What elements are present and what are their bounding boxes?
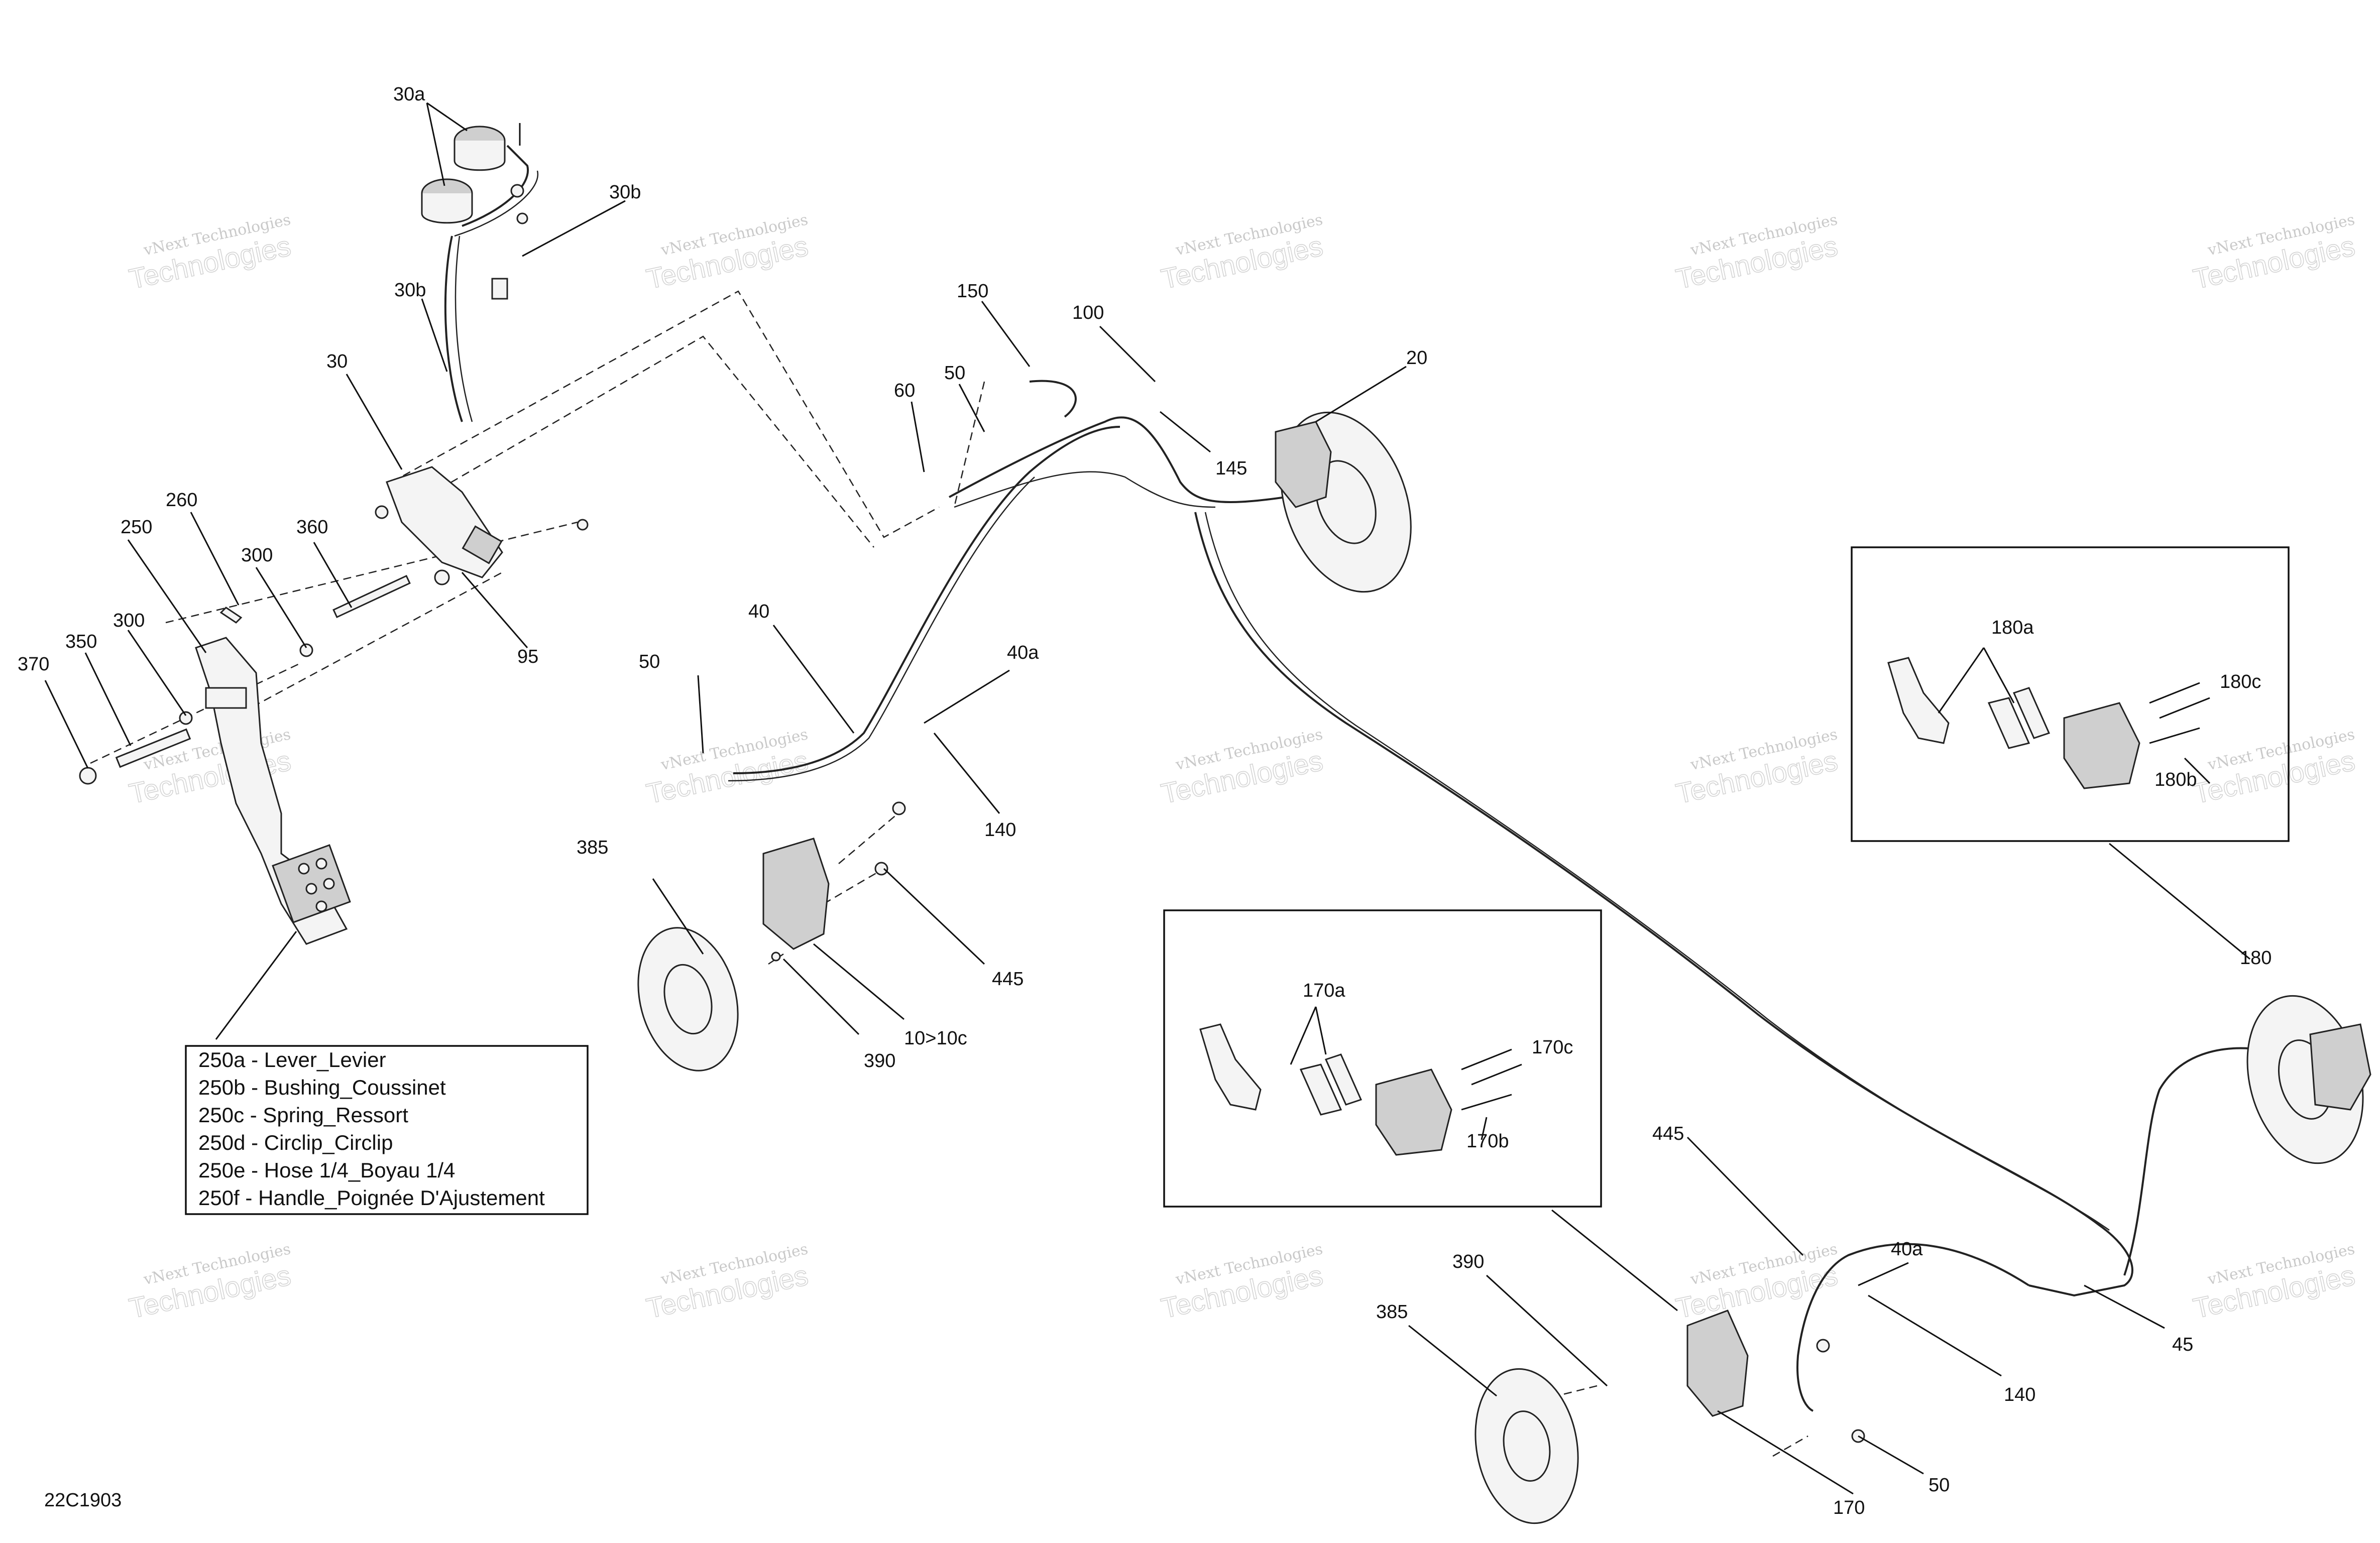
- rear-left-brake: [1475, 1310, 1865, 1524]
- callout-140-rear: 140: [2004, 1384, 2035, 1405]
- callout-100: 100: [1072, 302, 1104, 323]
- brake-lines: [444, 145, 2260, 1412]
- callout-180c: 180c: [2220, 671, 2261, 692]
- watermark-r3c1: vNext Technologies Technologies: [126, 1240, 294, 1325]
- diagram-code: 22C1903: [44, 1490, 122, 1511]
- watermark-r1c4: vNext Technologies Technologies: [1673, 211, 1841, 295]
- callout-40a: 40a: [1007, 642, 1039, 663]
- callout-180: 180: [2240, 947, 2272, 969]
- legend-item-250d: 250d - Circlip_Circlip: [198, 1131, 393, 1154]
- callout-260: 260: [166, 490, 197, 511]
- callout-30b-top: 30b: [609, 182, 641, 203]
- callout-170c: 170c: [1532, 1037, 1573, 1058]
- callout-360: 360: [296, 517, 328, 538]
- legend-item-250c: 250c - Spring_Ressort: [198, 1103, 408, 1127]
- watermark-layer: vNext Technologies Technologies vNext Te…: [126, 211, 2358, 1325]
- callout-385-rear: 385: [1376, 1301, 1408, 1323]
- watermark-r3c3: vNext Technologies Technologies: [1158, 1240, 1326, 1325]
- callout-30: 30: [326, 351, 348, 372]
- callout-170a: 170a: [1303, 980, 1345, 1001]
- callout-30a: 30a: [393, 84, 425, 105]
- callout-180b: 180b: [2155, 769, 2197, 790]
- front-right-brake: [1275, 411, 1412, 593]
- front-left-brake: [637, 801, 906, 1072]
- callout-50-top: 50: [944, 363, 965, 384]
- callout-385-front: 385: [577, 837, 608, 858]
- callout-350: 350: [65, 631, 97, 652]
- watermark-r1c1: vNext Technologies Technologies: [126, 211, 294, 295]
- watermark-r3c4: vNext Technologies Technologies: [1673, 1240, 1841, 1325]
- legend-box: 250a - Lever_Levier 250b - Bushing_Couss…: [185, 1045, 589, 1215]
- callout-170b: 170b: [1466, 1131, 1509, 1152]
- master-cylinder: [375, 466, 503, 585]
- callout-390-front: 390: [864, 1050, 895, 1072]
- callout-300-upper: 300: [241, 545, 273, 566]
- callout-60: 60: [894, 380, 915, 401]
- callout-40: 40: [748, 601, 769, 622]
- leader-lines: [44, 102, 2250, 1495]
- callout-20: 20: [1406, 347, 1427, 369]
- callout-labels: 30a 30b 30b 30 260 250 300 360 95 300 37…: [18, 84, 2272, 1518]
- legend-item-250b: 250b - Bushing_Coussinet: [198, 1076, 446, 1099]
- callout-45: 45: [2172, 1334, 2193, 1355]
- reservoir-assembly: [421, 123, 528, 300]
- callout-250: 250: [121, 517, 152, 538]
- callout-445-rear: 445: [1652, 1123, 1684, 1144]
- assembly-guide-lines: [90, 290, 1808, 1457]
- callout-50-rear: 50: [1929, 1475, 1950, 1496]
- legend-item-250e: 250e - Hose 1/4_Boyau 1/4: [198, 1158, 455, 1182]
- watermark-r2c3: vNext Technologies Technologies: [1158, 726, 1326, 810]
- detail-box-170: [1163, 909, 1602, 1208]
- watermark-r1c2: vNext Technologies Technologies: [643, 211, 811, 295]
- brake-pedal: [79, 519, 589, 945]
- callout-300-lower: 300: [113, 610, 145, 631]
- callout-50-mid: 50: [639, 651, 660, 672]
- callout-95: 95: [517, 646, 538, 667]
- callout-150: 150: [957, 281, 988, 302]
- callout-140-front: 140: [984, 819, 1016, 841]
- callout-180a: 180a: [1991, 617, 2034, 638]
- watermark-r3c2: vNext Technologies Technologies: [643, 1240, 811, 1325]
- detail-box-180: [1851, 546, 2290, 842]
- watermark-r1c3: vNext Technologies Technologies: [1158, 211, 1326, 295]
- callout-10-10c: 10>10c: [904, 1028, 967, 1049]
- callout-170: 170: [1833, 1497, 1865, 1518]
- watermark-r3c5: vNext Technologies Technologies: [2190, 1240, 2358, 1325]
- legend-item-250f: 250f - Handle_Poignée D'Ajustement: [198, 1186, 545, 1210]
- rear-right-brake: [2246, 995, 2371, 1164]
- watermark-r2c4: vNext Technologies Technologies: [1673, 726, 1841, 810]
- callout-390-rear: 390: [1452, 1251, 1484, 1272]
- legend-item-250a: 250a - Lever_Levier: [198, 1048, 386, 1072]
- callout-40a-rear: 40a: [1891, 1239, 1923, 1260]
- callout-145: 145: [1215, 458, 1247, 479]
- callout-445-front: 445: [992, 969, 1024, 990]
- callout-370: 370: [18, 654, 49, 675]
- callout-30b: 30b: [394, 280, 426, 301]
- watermark-r2c5: vNext Technologies Technologies: [2190, 726, 2358, 810]
- watermark-r1c5: vNext Technologies Technologies: [2190, 211, 2358, 295]
